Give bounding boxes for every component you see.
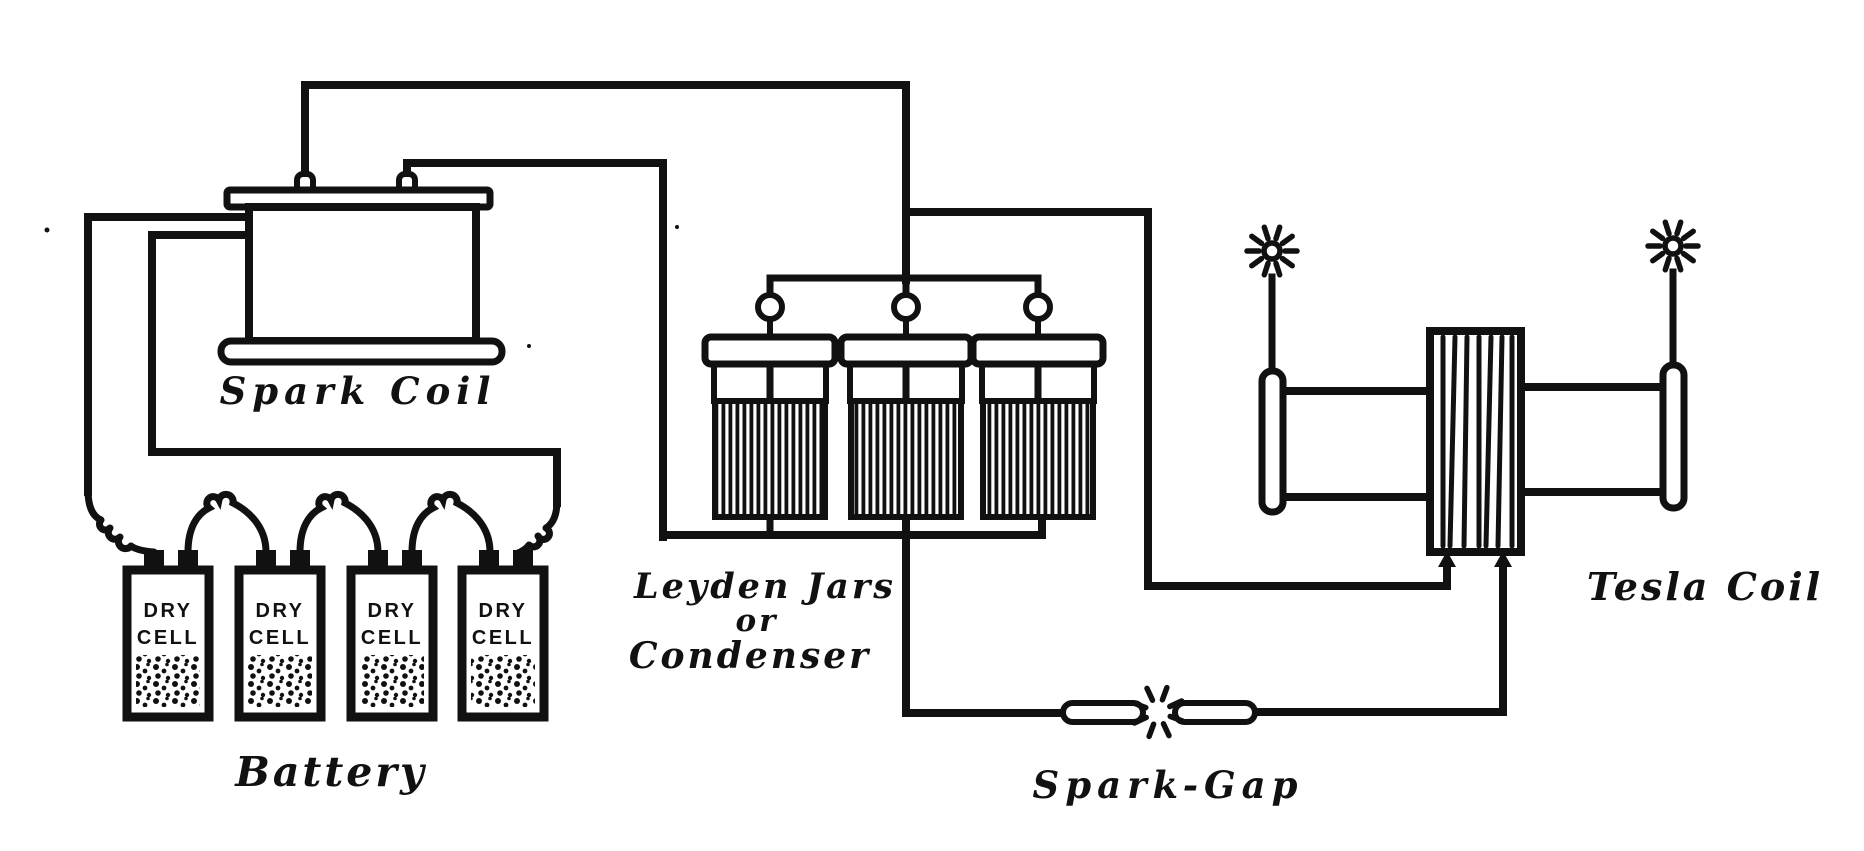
primary-coil-winding-hatch — [1440, 334, 1515, 549]
condenser-label-line3: Condenser — [629, 635, 871, 677]
jar3-foil — [980, 398, 1096, 520]
jar1-cap — [701, 333, 839, 368]
dry-cell-2: DRY CELL — [234, 550, 326, 722]
dry-cell-4: DRY CELL — [457, 550, 549, 722]
dry-cell-2-line1: DRY — [256, 600, 305, 622]
jar-bottom-bus — [659, 513, 1046, 539]
discharge-spark-icon-right — [1648, 222, 1698, 270]
jar1-ball-terminal — [755, 292, 785, 322]
wire-gap-to-primary — [1251, 562, 1507, 716]
dry-cell-4-line2: CELL — [472, 627, 534, 649]
dry-cell-4-line1: DRY — [479, 600, 528, 622]
jar2-ball-terminal — [891, 292, 921, 322]
wire-battery-right-lead — [148, 231, 561, 507]
spark-gap-label: Spark-Gap — [1033, 763, 1304, 807]
tesla-coil-label: Tesla Coil — [1587, 564, 1823, 609]
spark-coil-base — [217, 337, 506, 366]
spark-coil: Spark Coil — [217, 171, 506, 413]
wire-coil-to-jar-bottoms — [403, 159, 667, 541]
battery-label: Battery — [234, 748, 427, 796]
dry-cell-2-line2: CELL — [249, 627, 311, 649]
jar2-foil — [848, 398, 964, 520]
cell-series-links — [188, 494, 490, 552]
battery: DRY CELL DRY CELL DRY CELL DRY — [122, 494, 549, 796]
dry-cell-1-line1: DRY — [144, 600, 193, 622]
tesla-coil: Tesla Coil — [1247, 222, 1823, 609]
jar3-cap — [969, 333, 1107, 368]
dry-cell-3-line2: CELL — [361, 627, 423, 649]
wire-coil-to-jar-tops — [301, 81, 910, 284]
jar3-ball-terminal — [1023, 292, 1053, 322]
spark-gap-electrode-right — [1172, 700, 1258, 725]
wire-battery-left-lead — [84, 213, 253, 496]
leyden-jars: Leyden Jars or Condenser — [629, 274, 1107, 677]
dry-cell-3-line1: DRY — [368, 600, 417, 622]
spark-coil-body — [245, 203, 480, 345]
jar1-foil — [712, 398, 828, 520]
wire-jars-to-spark-gap — [902, 513, 1067, 717]
wire-battery-right-curls — [514, 497, 561, 557]
wire-condenser-to-primary — [902, 208, 1451, 590]
wire-battery-left-curls — [84, 486, 158, 556]
leyden-jar-3 — [969, 292, 1107, 520]
leyden-jar-1 — [701, 292, 839, 520]
discharge-spark-icon-left — [1247, 227, 1297, 275]
dry-cell-1: DRY CELL — [122, 550, 214, 722]
leyden-jar-2 — [837, 292, 975, 520]
wiring — [84, 81, 1507, 717]
condenser-label-line1: Leyden Jars — [633, 566, 896, 607]
print-specks — [44, 225, 679, 348]
spark-gap: Spark-Gap — [1033, 688, 1304, 807]
end-cap-right — [1659, 361, 1688, 512]
dry-cell-3: DRY CELL — [346, 550, 438, 722]
condenser-label-line2: or — [735, 603, 778, 639]
spark-coil-label: Spark Coil — [220, 369, 497, 413]
jar2-cap — [837, 333, 975, 368]
spark-gap-electrode-left — [1060, 700, 1146, 725]
dry-cell-1-line2: CELL — [137, 627, 199, 649]
end-cap-left — [1258, 367, 1287, 516]
